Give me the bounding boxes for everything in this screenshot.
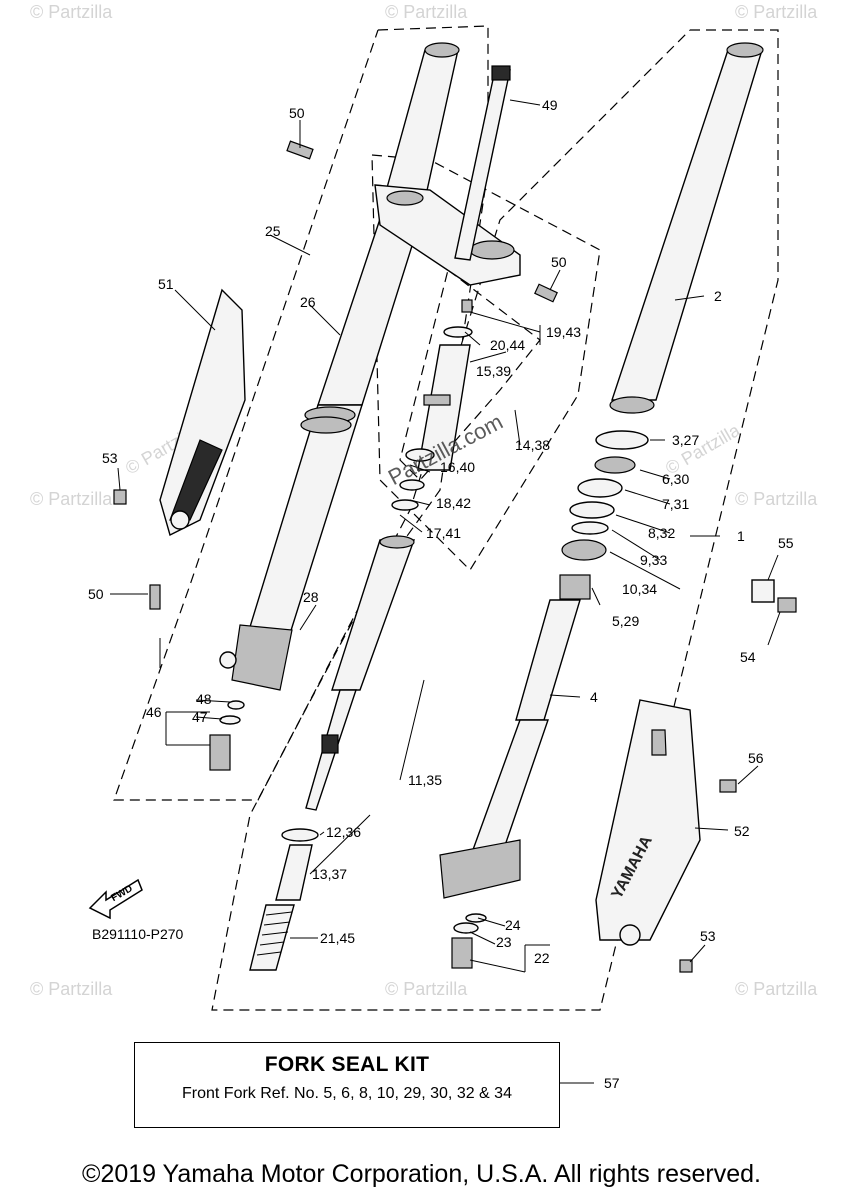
watermark: © Partzilla [735,2,818,22]
callout-57: 57 [604,1075,620,1091]
callout-14-38: 14,38 [515,437,550,453]
callout-17-41: 17,41 [426,525,461,541]
watermark: © Partzilla [735,979,818,999]
callout-4: 4 [590,689,598,705]
copyright-notice: ©2019 Yamaha Motor Corporation, U.S.A. A… [82,1160,761,1188]
watermark: © Partzilla [30,489,113,509]
callout-9-33: 9,33 [640,552,667,568]
callout-24: 24 [505,917,521,933]
callout-12-36: 12,36 [326,824,361,840]
callout-10-34: 10,34 [622,581,657,597]
callout-48: 48 [196,691,212,707]
seal-stack [559,430,649,600]
callout-46: 46 [146,704,162,720]
axle-bolt-set [451,913,487,969]
watermark: © Partzilla [30,979,113,999]
hose-brackets [751,579,797,613]
callout-22: 22 [534,950,550,966]
diagram-code: B291110-P270 [92,926,184,942]
callout-23: 23 [496,934,512,950]
callout-28: 28 [303,589,319,605]
bolts-50 [149,140,558,610]
callout-21-45: 21,45 [320,930,355,946]
callout-50-top: 50 [289,105,305,121]
watermark: © Partzilla [30,2,113,22]
callout-53-left: 53 [102,450,118,466]
fwd-arrow: FWD [86,872,146,925]
callout-13-37: 13,37 [312,866,347,882]
callout-54: 54 [740,649,756,665]
spring-set [249,828,319,971]
watermark: © Partzilla [735,489,818,509]
callout-16-40: 16,40 [440,459,475,475]
seal-kit-title: FORK SEAL KIT [264,1053,430,1076]
callout-2: 2 [714,288,722,304]
callout-53-right: 53 [700,928,716,944]
watermark: © Partzilla [385,979,468,999]
callout-1: 1 [737,528,745,544]
callout-8-32: 8,32 [648,525,675,541]
left-fork-guard [113,288,246,537]
callout-51: 51 [158,276,174,292]
callout-6-30: 6,30 [662,471,689,487]
left-fork-outline [113,25,489,801]
fork-spring [249,904,295,971]
callout-26: 26 [300,294,316,310]
fwd-arrow-icon: FWD [88,878,143,920]
right-fork-guard: YAMAHA [595,699,737,973]
leader-lines [110,99,781,1084]
callout-19-43: 19,43 [546,324,581,340]
seal-kit-reference: Front Fork Ref. No. 5, 6, 8, 10, 29, 30,… [182,1085,512,1102]
right-outer-tube [609,42,764,414]
callout-56: 56 [748,750,764,766]
callout-47: 47 [192,709,208,725]
damper-rod [305,535,415,811]
right-fork-outline [211,29,779,1011]
callout-20-44: 20,44 [490,337,525,353]
damper-cartridge [391,299,473,511]
callout-11-35: 11,35 [408,772,442,788]
callout-52: 52 [734,823,750,839]
callout-50-left: 50 [88,586,104,602]
callout-49: 49 [542,97,558,113]
callout-50-clamp: 50 [551,254,567,270]
left-bottom-bolt [209,700,245,771]
watermark: © Partzilla [385,2,468,22]
callout-25: 25 [265,223,281,239]
inner-tube [439,599,581,899]
upper-triple-clamp [374,184,521,286]
callout-15-39: 15,39 [476,363,511,379]
callout-5-29: 5,29 [612,613,639,629]
callout-7-31: 7,31 [662,496,689,512]
callout-18-42: 18,42 [436,495,471,511]
callout-labels: 1 2 3,27 4 5,29 6,30 7,31 8,32 9,33 10,3… [88,97,794,1091]
callout-3-27: 3,27 [672,432,699,448]
fork-seal-kit-box: FORK SEAL KIT Front Fork Ref. No. 5, 6, … [134,1042,560,1128]
steering-stem [454,65,511,261]
callout-55: 55 [778,535,794,551]
